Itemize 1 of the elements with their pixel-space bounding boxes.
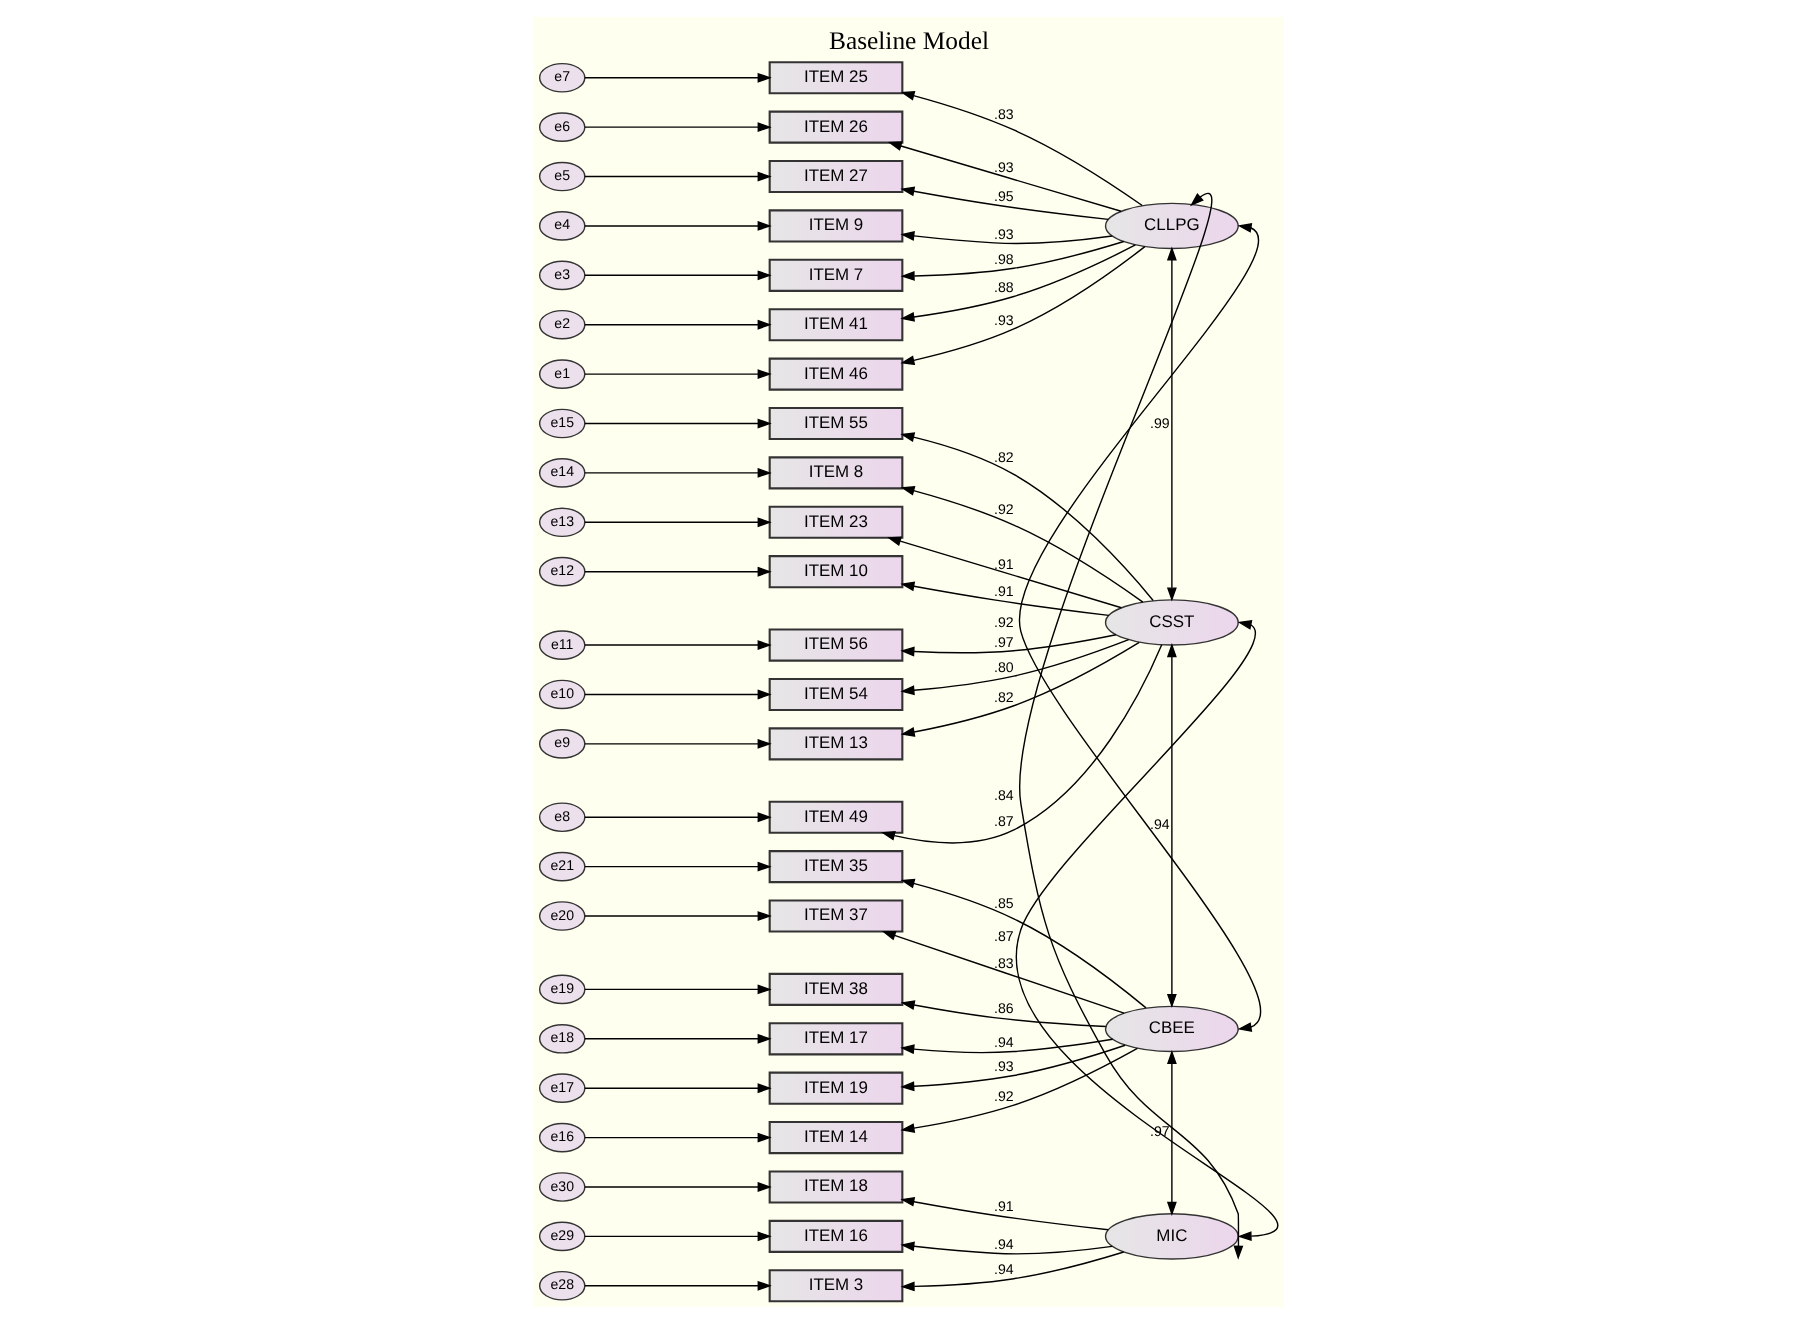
diagram-title: Baseline Model	[827, 26, 988, 55]
